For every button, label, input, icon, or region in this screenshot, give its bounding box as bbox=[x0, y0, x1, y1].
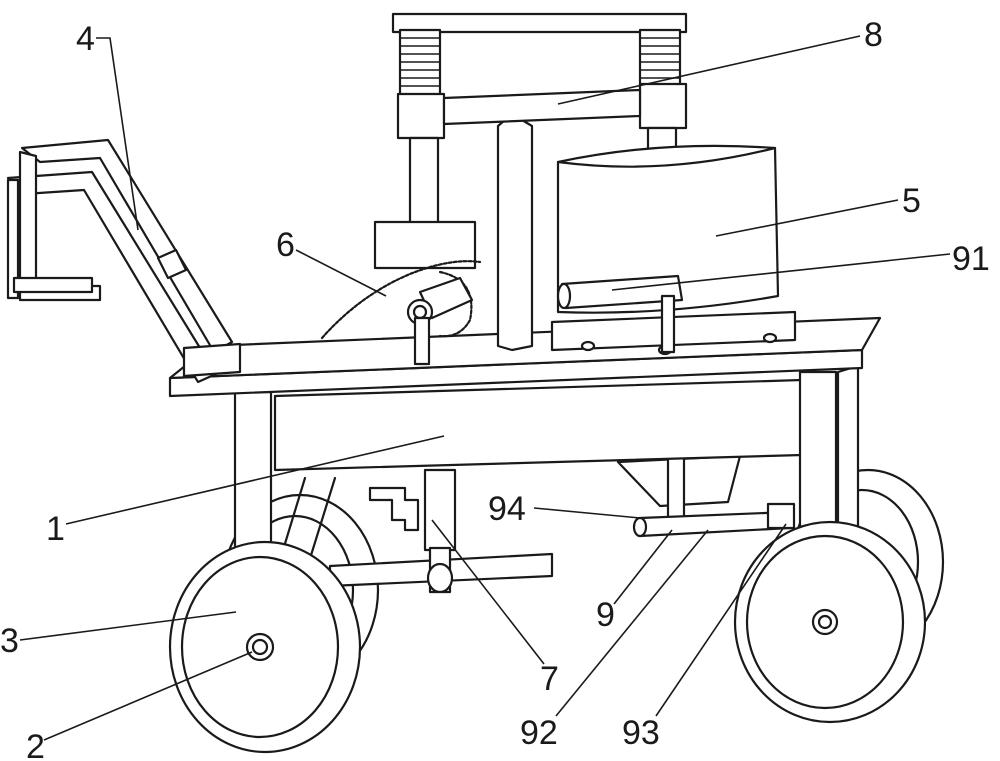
label-9: 9 bbox=[596, 596, 615, 634]
label-94: 94 bbox=[488, 490, 526, 528]
label-6: 6 bbox=[276, 226, 295, 264]
label-92: 92 bbox=[520, 714, 558, 752]
label-91: 91 bbox=[952, 240, 990, 278]
label-2: 2 bbox=[26, 728, 45, 761]
part-labels: 1 2 3 4 5 6 7 8 9 91 92 93 94 bbox=[0, 16, 990, 761]
label-93: 93 bbox=[622, 714, 660, 752]
leader-4 bbox=[96, 37, 139, 231]
handle-4 bbox=[6, 138, 242, 384]
leader-3 bbox=[19, 611, 237, 641]
label-7: 7 bbox=[540, 660, 559, 698]
funnel-hopper bbox=[616, 450, 742, 522]
leader-5 bbox=[715, 199, 899, 237]
leader-6 bbox=[295, 249, 387, 297]
label-4: 4 bbox=[76, 20, 95, 58]
leader-91 bbox=[611, 253, 951, 291]
lifting-frame-8 bbox=[391, 12, 688, 352]
cutting-device-6 bbox=[320, 220, 482, 366]
label-1: 1 bbox=[46, 510, 65, 548]
leader-9 bbox=[613, 529, 673, 605]
leader-7 bbox=[431, 519, 545, 665]
front-right-wheel bbox=[733, 520, 927, 724]
lower-axle-assembly bbox=[278, 468, 554, 594]
leader-lines bbox=[19, 35, 951, 741]
leader-1 bbox=[65, 435, 445, 525]
bucket-5 bbox=[550, 144, 797, 356]
leader-94 bbox=[533, 507, 641, 519]
label-5: 5 bbox=[902, 182, 921, 220]
frame-1 bbox=[168, 316, 882, 550]
outlet-pipe-9 bbox=[632, 502, 796, 538]
label-8: 8 bbox=[864, 16, 883, 54]
leader-92 bbox=[555, 529, 709, 717]
label-3: 3 bbox=[0, 622, 19, 660]
leader-93 bbox=[655, 523, 787, 717]
leader-8 bbox=[557, 35, 861, 105]
leader-2 bbox=[43, 651, 253, 741]
front-left-wheel-3 bbox=[168, 540, 362, 754]
